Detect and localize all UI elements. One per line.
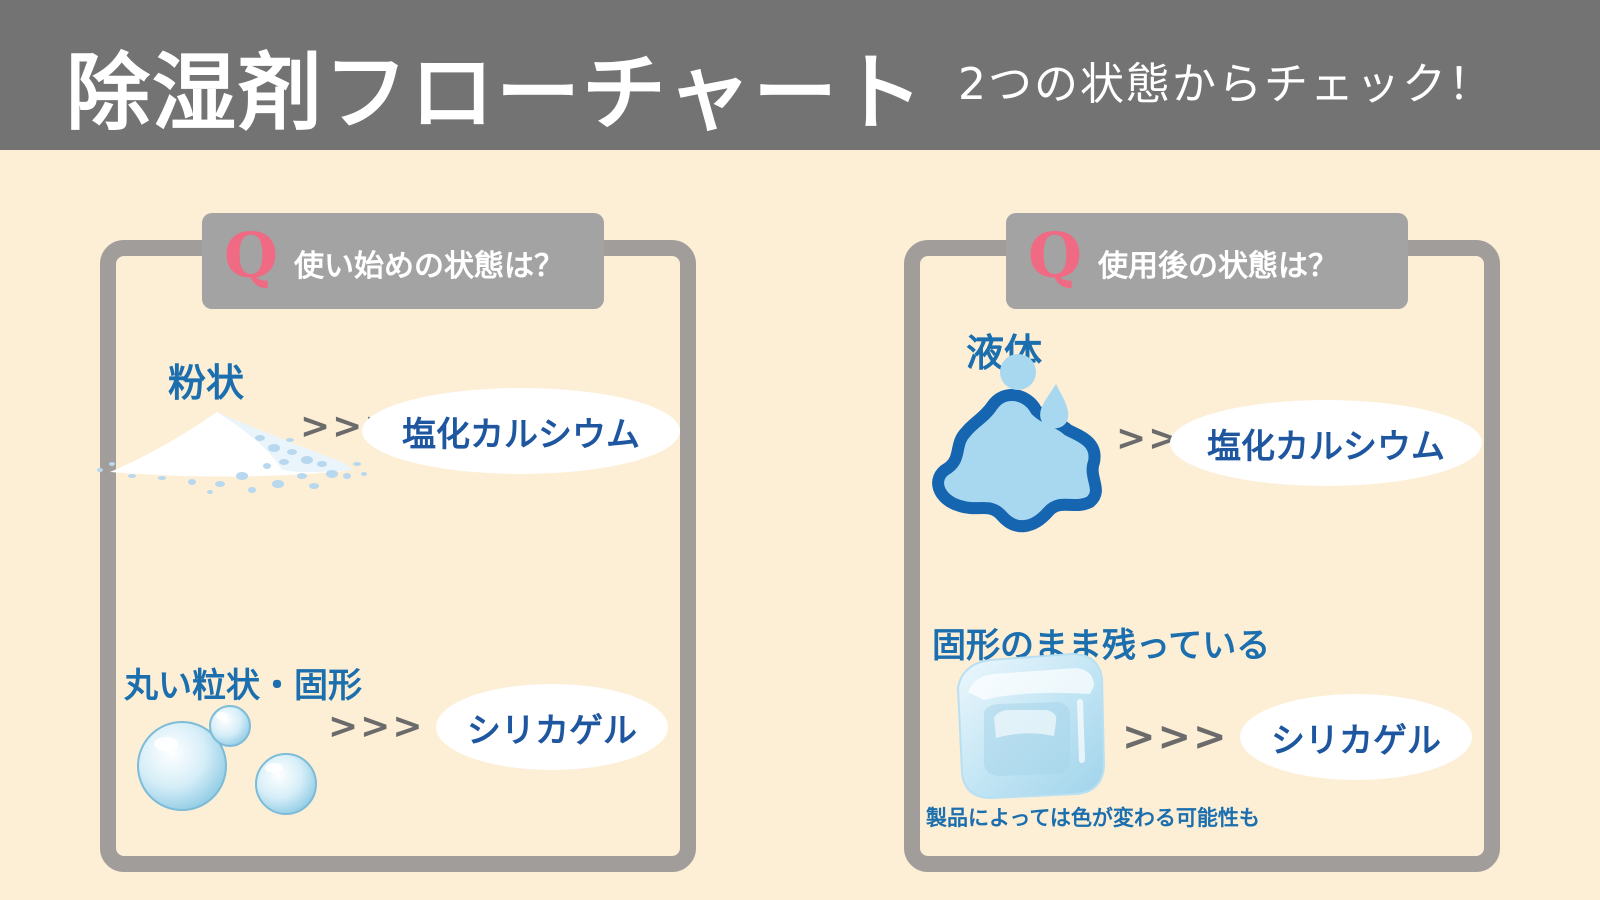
liquid-puddle-icon [932,354,1102,532]
q-mark-icon: Q [224,219,279,292]
result-calcium-chloride-2: 塩化カルシウム [1170,400,1482,486]
right-question: 使用後の状態は？ [1098,249,1338,284]
result-text: 塩化カルシウム [1207,426,1445,467]
result-text: シリカゲル [467,710,637,751]
ice-cube-icon [956,652,1106,800]
powder-pile-icon [97,412,367,494]
result-silica-gel-1: シリカゲル [436,684,668,770]
result-silica-gel-2: シリカゲル [1240,694,1472,780]
left-question-tab: Q 使い始めの状態は？ [202,213,604,309]
page-title: 除湿剤フローチャート [66,44,926,142]
beads-label: 丸い粒状・固形 [124,666,362,706]
arrow-beads: >>> [328,706,425,747]
q-mark-icon: Q [1028,219,1083,292]
round-beads-icon [137,705,317,815]
left-question: 使い始めの状態は？ [294,249,564,284]
arrow-solid: >>> [1122,714,1229,760]
powder-label: 粉状 [168,361,245,405]
result-text: 塩化カルシウム [402,414,640,455]
right-question-tab: Q 使用後の状態は？ [1006,213,1408,309]
result-calcium-chloride-1: 塩化カルシウム [362,388,680,474]
result-text: シリカゲル [1271,720,1441,761]
page-subtitle: 2つの状態からチェック！ [958,59,1494,110]
color-change-note: 製品によっては色が変わる可能性も [926,806,1260,830]
header-bar: 除湿剤フローチャート 2つの状態からチェック！ [0,0,1600,150]
